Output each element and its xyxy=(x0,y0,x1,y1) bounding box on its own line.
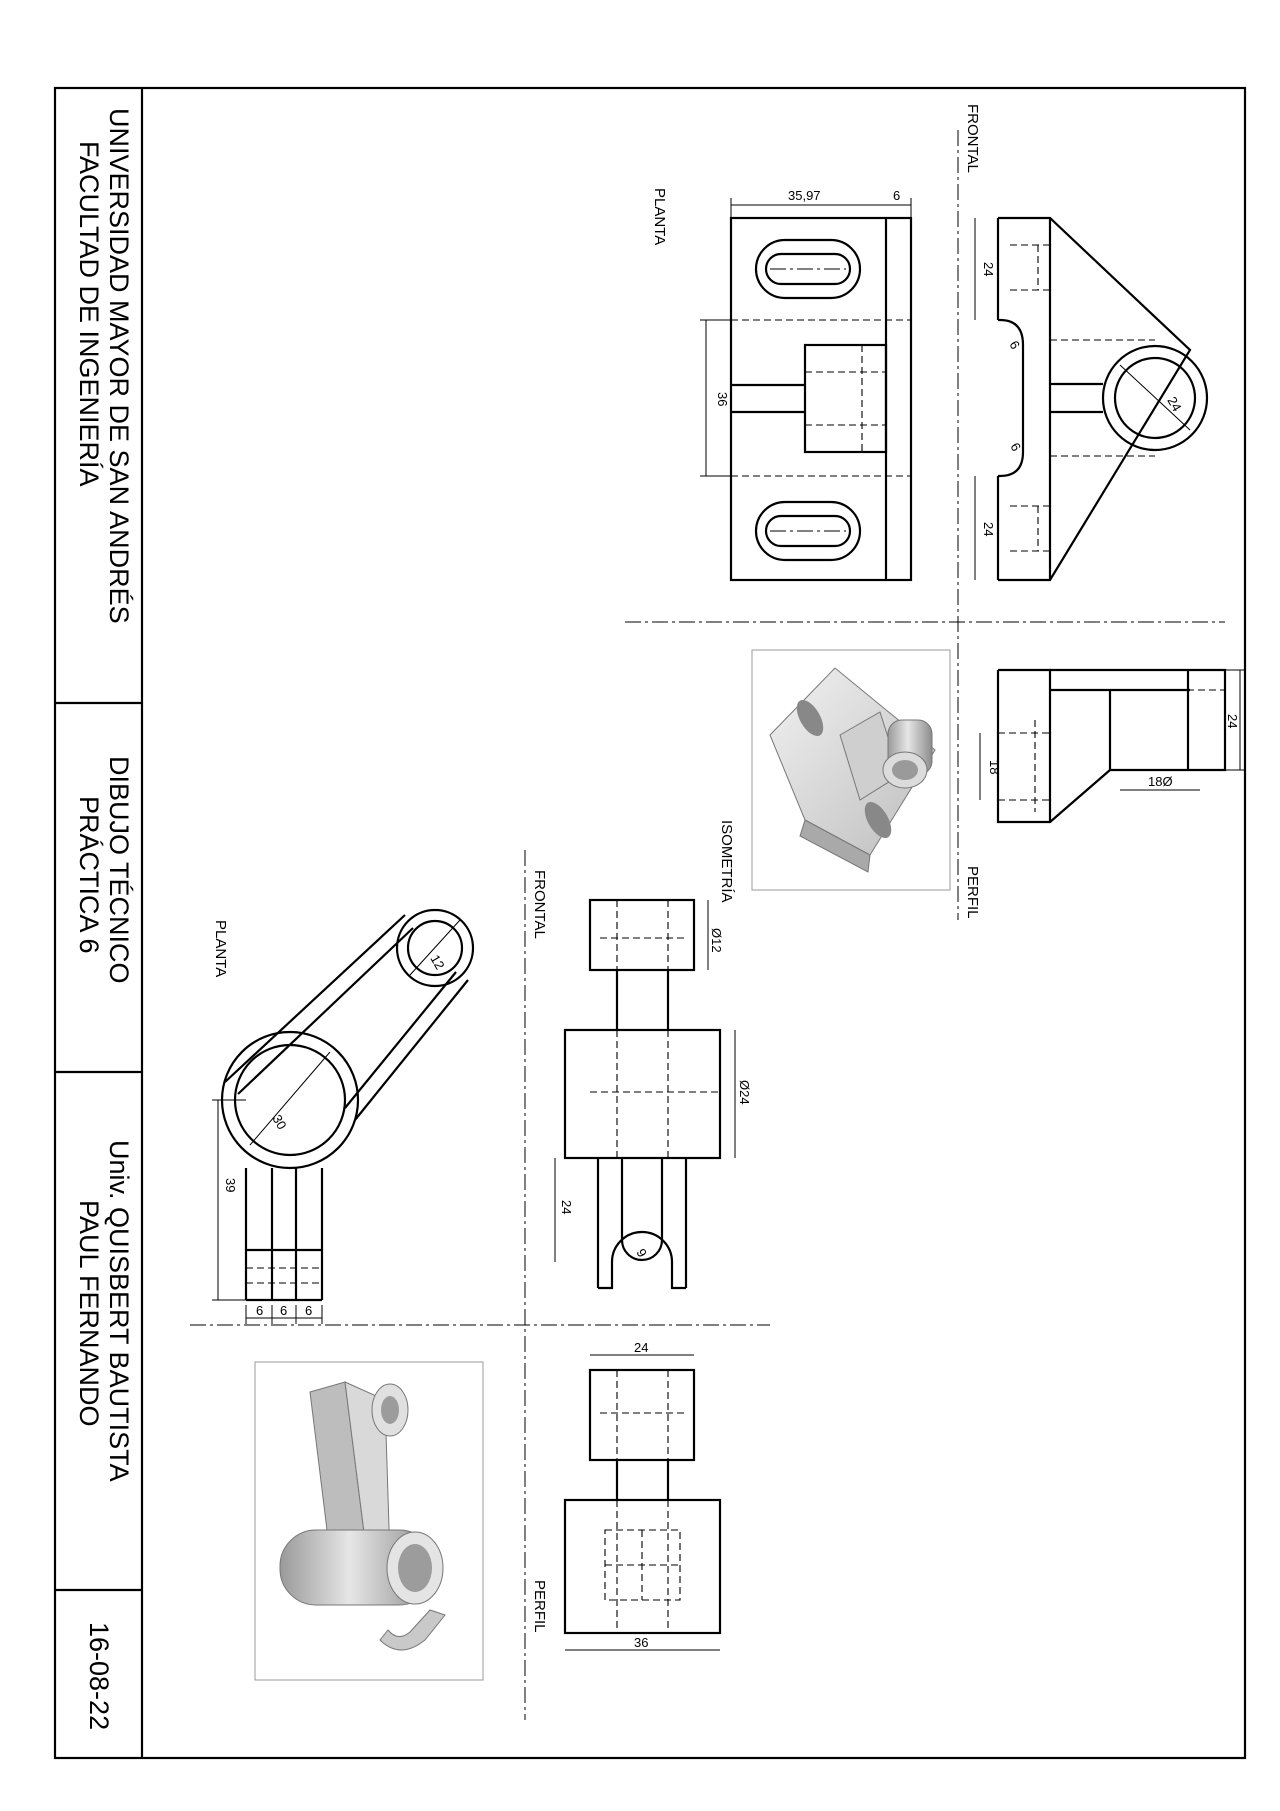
dim-bore: 24 xyxy=(1164,394,1184,414)
dim-side-24a: 24 xyxy=(981,262,996,276)
title-block: UNIVERSIDAD MAYOR DE SAN ANDRÉS FACULTAD… xyxy=(74,108,134,1730)
part2-front-view: FRONTAL Ø12 Ø24 24 9 xyxy=(531,870,752,1290)
label-planta-part2: PLANTA xyxy=(212,920,229,977)
dim-offset-top: 6 xyxy=(893,188,900,203)
view-separator-lines xyxy=(190,130,1225,1720)
student-name-line1: Univ. QUISBERT BAUTISTA xyxy=(104,1140,134,1482)
sheet-border xyxy=(53,86,1247,1760)
dim-slot-height: 36 xyxy=(715,392,730,406)
part2-isometric-image xyxy=(254,1361,484,1681)
label-frontal-part1: FRONTAL xyxy=(964,104,981,173)
dim-profile-24-part2: 24 xyxy=(634,1340,648,1355)
dim-dia-small: Ø12 xyxy=(709,928,724,953)
dim-fork-radius: 9 xyxy=(633,1246,650,1260)
dim-dia-large: Ø24 xyxy=(737,1080,752,1105)
dim-plan-39: 39 xyxy=(223,1178,238,1192)
dim-profile-36-part2: 36 xyxy=(634,1635,648,1650)
dim-plan-6b: 6 xyxy=(280,1303,287,1318)
dim-side-24b: 24 xyxy=(981,522,996,536)
dim-plan-6c: 6 xyxy=(305,1303,312,1318)
dim-plan-6a: 6 xyxy=(256,1303,263,1318)
label-perfil-part1: PERFIL xyxy=(964,866,981,919)
label-frontal-part2: FRONTAL xyxy=(531,870,548,939)
student-name-line2: PAUL FERNANDO xyxy=(74,1200,104,1427)
part1-plan-view: 35,97 6 36 PLANTA xyxy=(651,188,913,582)
practice-number: PRÁCTICA 6 xyxy=(74,796,104,954)
part1-front-view: FRONTAL 24 24 6 6 24 xyxy=(964,104,1209,582)
dim-profile-dia: 18Ø xyxy=(1148,774,1173,789)
dim-plan-12: 12 xyxy=(427,952,447,972)
part2-plan-view: PLANTA 39 6 6 6 30 12 xyxy=(212,908,475,1324)
part1-profile-view: 24 18 18Ø PERFIL xyxy=(964,668,1245,919)
dim-width-top: 35,97 xyxy=(788,188,821,203)
dim-radius-b: 6 xyxy=(1007,440,1024,454)
dim-plan-30: 30 xyxy=(269,1112,289,1132)
drawing-date: 16-08-22 xyxy=(84,1622,114,1730)
label-planta-part1: PLANTA xyxy=(651,188,668,245)
label-perfil-part2: PERFIL xyxy=(531,1580,548,1633)
dim-radius-a: 6 xyxy=(1006,338,1023,352)
label-isometria-part1: ISOMETRÍA xyxy=(718,820,735,903)
university-name: UNIVERSIDAD MAYOR DE SAN ANDRÉS xyxy=(104,108,134,624)
part1-isometric-image: ISOMETRÍA xyxy=(718,649,951,903)
dim-profile-24: 24 xyxy=(1225,714,1240,728)
course-name: DIBUJO TÉCNICO xyxy=(104,756,134,984)
dim-profile-18: 18 xyxy=(987,760,1002,774)
dim-fork-24: 24 xyxy=(559,1200,574,1214)
part2-profile-view: 24 36 PERFIL xyxy=(531,1340,722,1651)
faculty-name: FACULTAD DE INGENIERÍA xyxy=(74,141,104,487)
